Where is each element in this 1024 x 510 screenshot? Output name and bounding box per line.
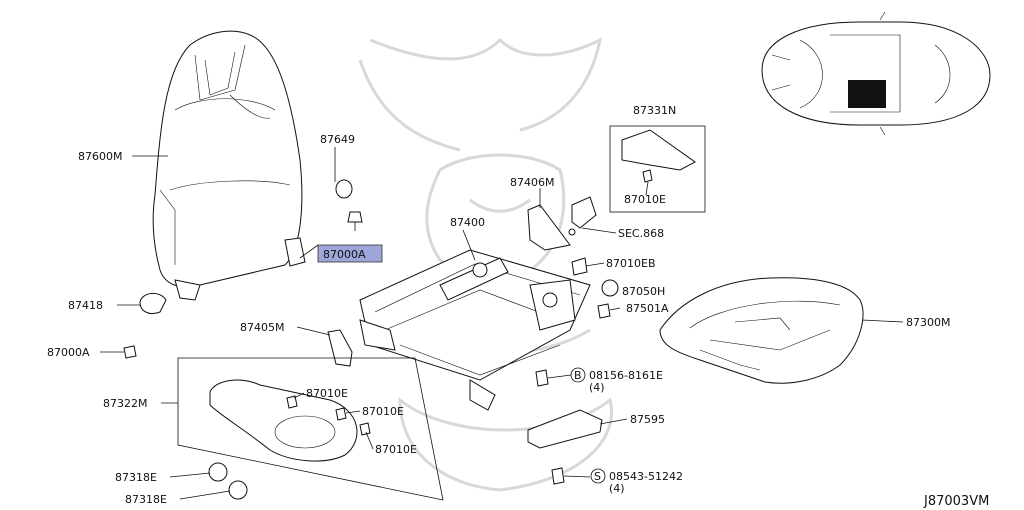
cap-87649 xyxy=(335,179,353,199)
buckle-sec868 xyxy=(571,196,597,229)
cover-87406M xyxy=(527,204,571,251)
label-87000A-highlighted[interactable]: 87000A xyxy=(323,248,366,261)
bracket-87595 xyxy=(527,409,603,449)
bracket-87331N xyxy=(621,129,696,171)
label-87010E-1: 87010E xyxy=(306,387,348,400)
label-08156-8161E: 08156-8161E xyxy=(589,369,663,382)
bolt-08156 xyxy=(535,369,549,387)
seat-frame xyxy=(359,249,591,411)
label-87010EB: 87010EB xyxy=(606,257,656,270)
box-87331N xyxy=(609,125,706,213)
highlight-87000A xyxy=(317,244,383,263)
recliner-bracket xyxy=(284,237,306,267)
label-87000A: 87000A xyxy=(47,346,90,359)
bolt-b-letter: B xyxy=(574,369,582,382)
label-87595: 87595 xyxy=(630,413,665,426)
label-08543-qty: (4) xyxy=(609,482,625,495)
label-87331N: 87331N xyxy=(633,104,676,117)
label-87406M: 87406M xyxy=(510,176,554,189)
label-08543-51242: 08543-51242 xyxy=(609,470,683,483)
label-sec868: SEC.868 xyxy=(618,227,664,240)
box-87322M xyxy=(177,357,444,501)
diagram-code: J87003VM xyxy=(923,494,989,509)
bolt-87000A-upper xyxy=(347,211,363,223)
label-87649: 87649 xyxy=(320,133,355,146)
bolt-87501A xyxy=(597,303,611,319)
label-87010E-box: 87010E xyxy=(624,193,666,206)
seat-location-marker xyxy=(848,80,886,108)
label-87322M: 87322M xyxy=(103,397,147,410)
label-87418: 87418 xyxy=(68,299,103,312)
label-87010E-2: 87010E xyxy=(362,405,404,418)
knob-87418 xyxy=(139,293,167,315)
seat-cushion xyxy=(659,277,864,384)
bolt-87000A-lower xyxy=(123,345,137,359)
label-87600M: 87600M xyxy=(78,150,122,163)
screw-08543 xyxy=(551,467,565,485)
screw-s-letter: S xyxy=(594,470,601,483)
label-87501A: 87501A xyxy=(626,302,669,315)
label-87400: 87400 xyxy=(450,216,485,229)
label-87318E-1: 87318E xyxy=(115,471,157,484)
label-87318E-2: 87318E xyxy=(125,493,167,506)
seat-back xyxy=(152,30,306,301)
bolt-b-symbol xyxy=(570,367,586,383)
leader-lines xyxy=(100,147,904,500)
knob-87318E-2 xyxy=(228,480,248,500)
label-87300M: 87300M xyxy=(906,316,950,329)
nut-87010EB xyxy=(571,257,588,276)
label-08156-qty: (4) xyxy=(589,381,605,394)
label-87405M: 87405M xyxy=(240,321,284,334)
bracket-87405M xyxy=(327,329,353,367)
knob-87318E-1 xyxy=(208,462,228,482)
cap-87050H xyxy=(601,279,619,297)
label-87010E-3: 87010E xyxy=(375,443,417,456)
screw-s-symbol xyxy=(590,468,606,484)
label-87050H: 87050H xyxy=(622,285,665,298)
car-locator xyxy=(761,11,991,136)
